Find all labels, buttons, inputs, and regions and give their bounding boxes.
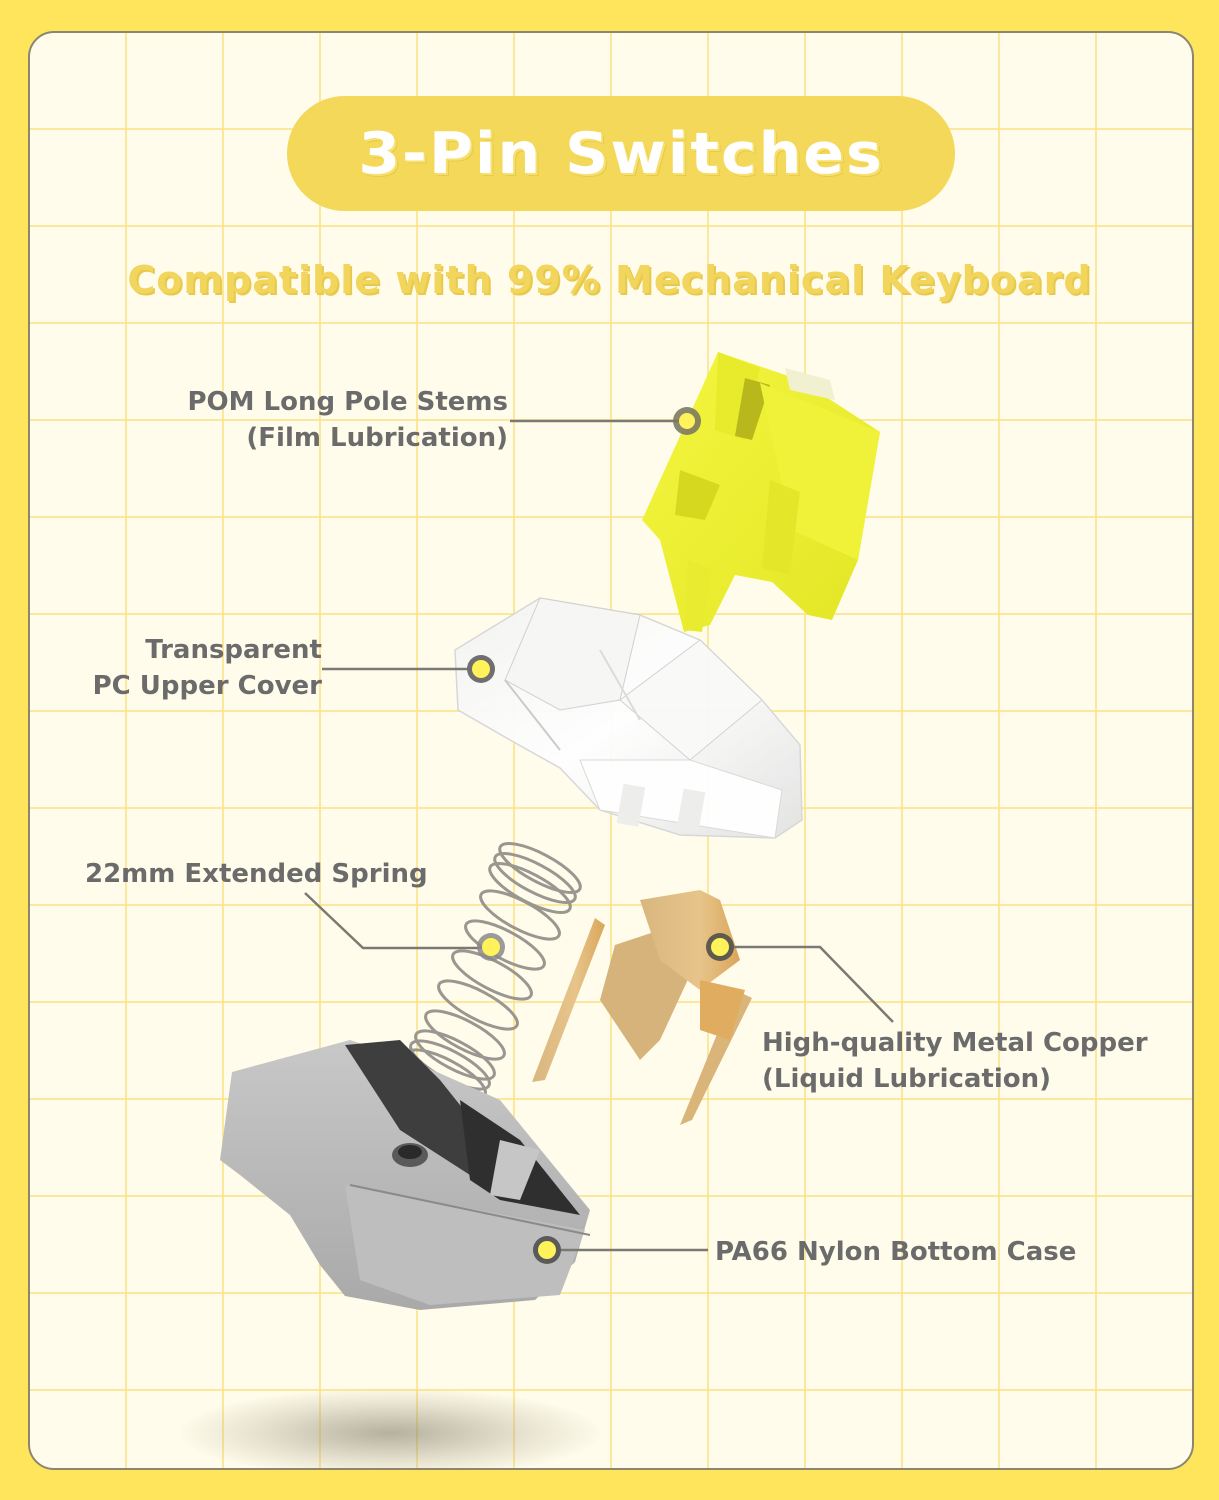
spring-leader-line xyxy=(304,892,490,950)
copper-leader-line xyxy=(720,945,894,1023)
spring-part xyxy=(405,842,582,1100)
product-shadow xyxy=(180,1388,600,1468)
case-marker-icon xyxy=(533,1236,561,1264)
stem-part xyxy=(642,352,880,632)
bottom-case-part xyxy=(220,1040,591,1310)
callout-stem-line1: POM Long Pole Stems xyxy=(187,387,508,417)
callout-cover-line2: PC Upper Cover xyxy=(92,671,322,701)
stem-marker-icon xyxy=(673,407,701,435)
callout-spring-line1: 22mm Extended Spring xyxy=(85,859,428,889)
page-title: 3-Pin Switches xyxy=(358,120,884,187)
callout-case-line1: PA66 Nylon Bottom Case xyxy=(715,1237,1077,1267)
spring-marker-icon xyxy=(477,933,505,961)
callout-stem-line2: (Film Lubrication) xyxy=(246,423,508,453)
copper-contacts-part xyxy=(532,890,752,1125)
upper-cover-part xyxy=(454,597,803,839)
page-subtitle: Compatible with 99% Mechanical Keyboard xyxy=(127,258,1092,302)
callout-copper-line1: High-quality Metal Copper xyxy=(762,1028,1148,1058)
callout-spring: 22mm Extended Spring xyxy=(85,856,428,892)
callout-copper-line2: (Liquid Lubrication) xyxy=(762,1064,1052,1094)
copper-marker-icon xyxy=(706,933,734,961)
cover-marker-icon xyxy=(467,655,495,683)
callout-stem: POM Long Pole Stems (Film Lubrication) xyxy=(187,384,508,456)
callout-cover-line1: Transparent xyxy=(145,635,322,665)
callout-bottom-case: PA66 Nylon Bottom Case xyxy=(715,1234,1076,1270)
callout-markers xyxy=(467,407,734,1264)
callout-upper-cover: Transparent PC Upper Cover xyxy=(93,632,322,704)
callout-copper: High-quality Metal Copper (Liquid Lubric… xyxy=(762,1025,1148,1097)
title-pill: 3-Pin Switches xyxy=(287,96,955,211)
leader-lines xyxy=(304,419,894,1252)
